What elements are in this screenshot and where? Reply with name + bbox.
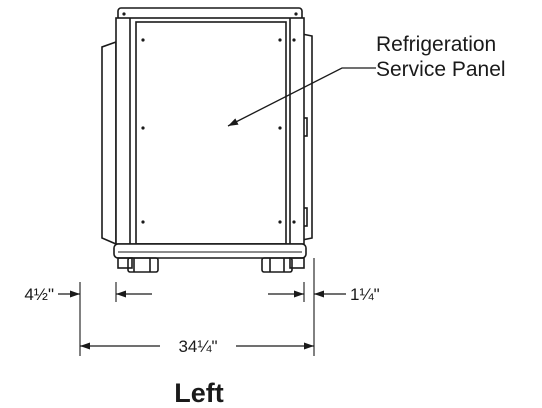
cabinet-body [115, 17, 305, 245]
left-caster [117, 257, 159, 273]
base-frame [113, 243, 307, 259]
fasteners [122, 12, 298, 224]
dim-right-offset-label: 1¼" [350, 285, 380, 304]
dim-left-offset-label: 4½" [24, 285, 54, 304]
callout-line-1: Refrigeration [376, 33, 496, 56]
view-title: Left [174, 378, 224, 408]
left-trim-panel [101, 40, 117, 246]
callout-line-2: Service Panel [376, 58, 506, 81]
callout-leader [227, 67, 376, 127]
dim-overall-width-label: 34¼" [178, 337, 217, 356]
right-caster [261, 257, 305, 273]
